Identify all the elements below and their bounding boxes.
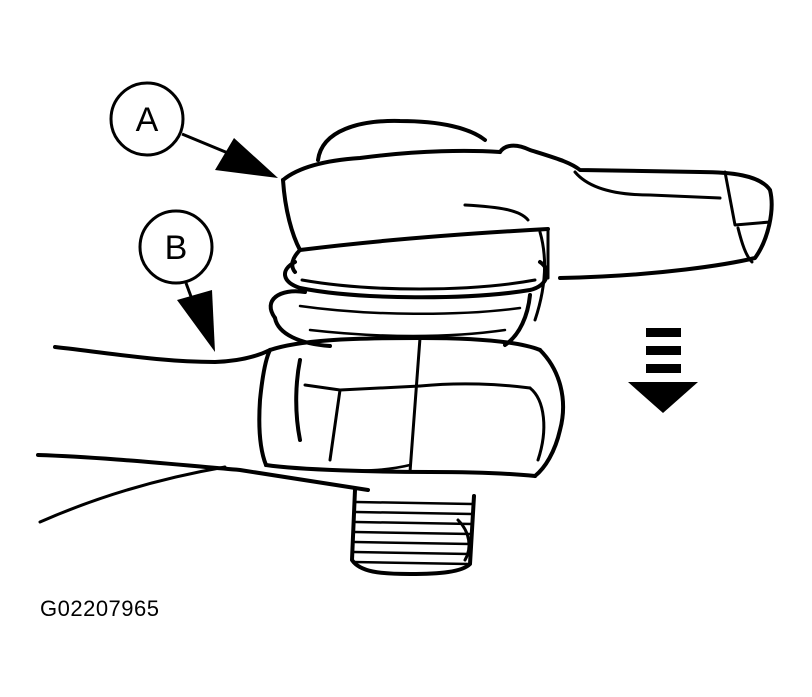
lower-arm <box>36 345 370 524</box>
tie-rod-end-body <box>281 118 774 322</box>
threaded-stud <box>350 488 476 576</box>
dashed-down-arrow-icon <box>628 328 698 413</box>
callout-b-arrowhead <box>177 290 215 352</box>
callout-a-label: A <box>136 101 159 139</box>
callout-a-arrowhead <box>215 138 278 178</box>
callout-b: B <box>138 209 215 352</box>
hex-nut <box>257 336 565 478</box>
figure-code: G02207965 <box>40 596 160 621</box>
dust-boot <box>268 260 549 348</box>
callout-a: A <box>109 81 278 178</box>
callout-b-label: B <box>165 229 188 267</box>
